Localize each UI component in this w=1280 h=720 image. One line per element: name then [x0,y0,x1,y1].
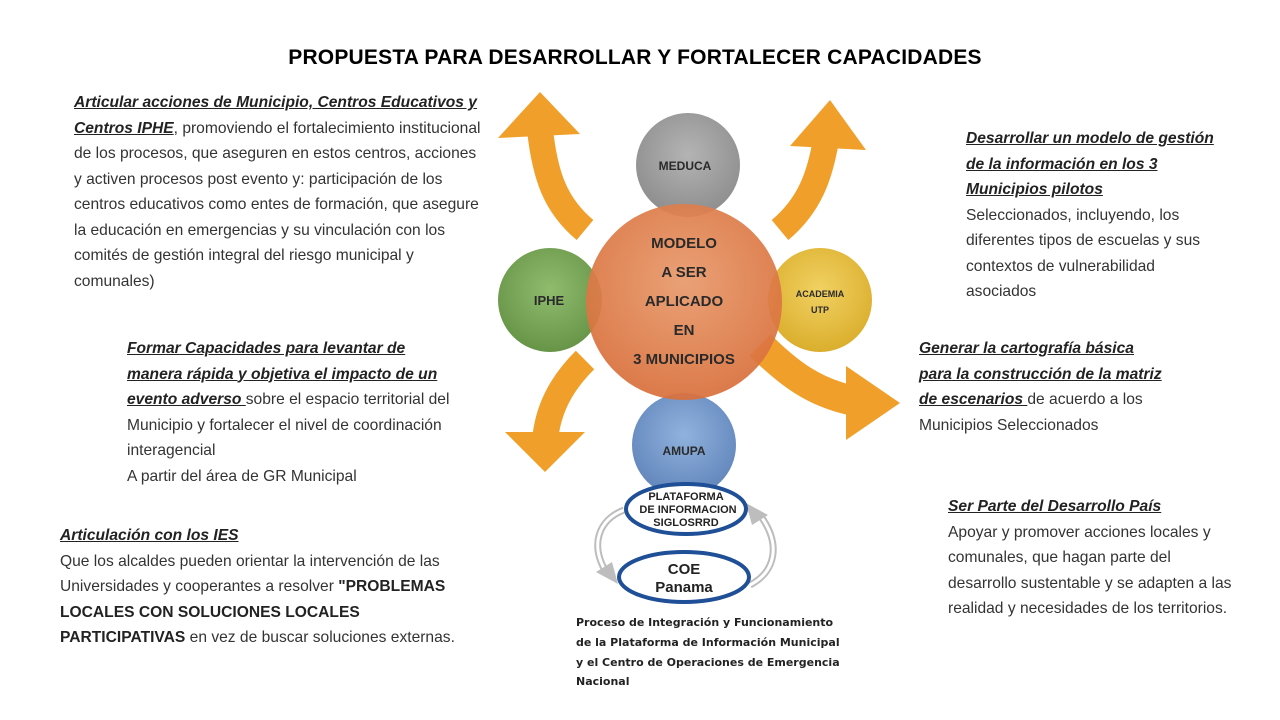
block-mid-right: Generar la cartografía básica para la co… [919,336,1169,438]
block-top-left-heading: Articular acciones de Municipio, Centros… [74,94,477,137]
arrow-down-left [505,350,595,472]
iphe-label: IPHE [534,293,565,308]
arrow-down-right [749,334,900,440]
block-mid-left-body: sobre el espacio territorial del Municip… [127,391,450,459]
academia-circle [768,248,872,352]
amupa-circle [632,393,736,497]
center-line-5: 3 MUNICIPIOS [633,351,735,368]
center-line-3: APLICADO [645,293,724,310]
center-line-4: EN [674,322,695,339]
coe-label-1: COE [668,561,701,578]
block-top-left-body: , promoviendo el fortalecimiento institu… [74,119,481,290]
coe-ellipse [617,550,751,604]
block-bottom-right: Ser Parte del Desarrollo País Apoyar y p… [948,494,1243,622]
academia-label-1: ACADEMIA [796,289,845,299]
meduca-circle [636,113,740,217]
academia-label-2: UTP [811,305,829,315]
block-bottom-right-body: Apoyar y promover acciones locales y com… [948,523,1232,618]
meduca-label: MEDUCA [659,159,712,173]
cycle-arrow-right [746,503,777,589]
plataforma-label-2: DE INFORMACION [639,504,736,516]
block-bottom-left-strong: "PROBLEMAS LOCALES CON SOLUCIONES LOCALE… [60,578,446,646]
amupa-label: AMUPA [662,444,705,458]
plataforma-label-1: PLATAFORMA [648,491,723,503]
block-top-right-body: Seleccionados, incluyendo, los diferente… [966,206,1201,301]
page-title: PROPUESTA PARA DESARROLLAR Y FORTALECER … [288,46,982,69]
iphe-circle [498,248,602,352]
block-mid-left: Formar Capacidades para levantar de mane… [127,336,457,489]
diagram-caption: Proceso de Integración y Funcionamiento … [576,616,840,689]
arrow-up-right [771,100,866,240]
plataforma-label-3: SIGLOSRRD [653,517,718,529]
block-bottom-left-tail: en vez de buscar soluciones externas. [185,629,455,646]
block-bottom-right-heading: Ser Parte del Desarrollo País [948,498,1162,515]
block-mid-left-extra: A partir del área de GR Municipal [127,467,357,485]
block-bottom-left: Articulación con los IES Que los alcalde… [60,523,488,651]
coe-label-2: Panama [655,579,713,596]
arrow-up-left [498,92,594,240]
cycle-arrow-left [594,506,626,584]
block-top-right-heading: Desarrollar un modelo de gestión de la i… [966,130,1214,198]
center-circle [586,204,782,400]
block-bottom-left-heading: Articulación con los IES [60,527,239,544]
plataforma-ellipse [624,482,748,536]
block-mid-right-body: de acuerdo a los Municipios Seleccionado… [919,391,1143,434]
center-line-2: A SER [661,264,706,281]
block-bottom-left-body: Que los alcaldes pueden orientar la inte… [60,552,440,596]
block-top-right: Desarrollar un modelo de gestión de la i… [966,126,1216,305]
center-line-1: MODELO [651,235,717,252]
block-top-left: Articular acciones de Municipio, Centros… [74,90,486,294]
block-mid-right-heading: Generar la cartografía básica para la co… [919,340,1162,408]
block-mid-left-heading: Formar Capacidades para levantar de mane… [127,340,438,408]
